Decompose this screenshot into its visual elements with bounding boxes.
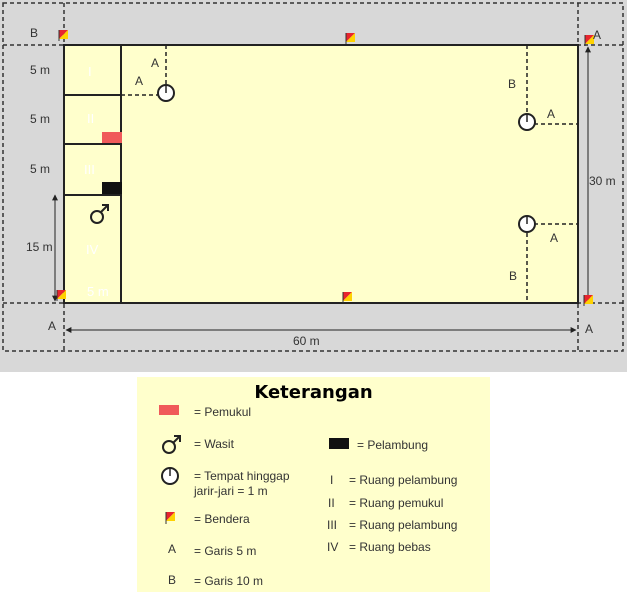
base-label-left-a2: A [135, 74, 143, 88]
legend-item-ruang-pelambung-1: = Ruang pelambung [349, 473, 458, 487]
zone-label-3: III [84, 162, 95, 177]
field-diagram: B A A A 5 m 5 m 5 m 15 m I II III IV 5 m… [0, 0, 627, 372]
legend-symbol-iv: IV [327, 540, 339, 554]
legend-panel: Keterangan = Pemukul = Wasit = Tempat hi… [137, 377, 490, 592]
pelambung-marker [102, 182, 122, 194]
legend-item-ruang-bebas: = Ruang bebas [349, 540, 431, 554]
base-label-left-a1: A [151, 56, 159, 70]
outer-boundary [2, 2, 624, 352]
base-label-right-b2: B [509, 269, 517, 283]
row-width-4: 15 m [26, 240, 53, 254]
pemukul-marker [102, 132, 122, 143]
corner-label-top-right: A [593, 28, 601, 42]
legend-item-wasit: = Wasit [194, 437, 234, 451]
base-circle-right-top [518, 113, 536, 131]
base-circle-icon [161, 467, 179, 485]
row-width-2: 5 m [30, 112, 50, 126]
height-label: 30 m [589, 174, 616, 188]
legend-item-bendera: = Bendera [194, 512, 250, 526]
zone-label-1: I [88, 64, 92, 79]
wasit-icon [90, 204, 109, 224]
legend-symbol-a: A [168, 542, 177, 556]
row-width-1: 5 m [30, 63, 50, 77]
legend-symbol-b: B [168, 573, 177, 587]
legend-item-tempat-hinggap: = Tempat hinggap jarir-jari = 1 m [194, 469, 290, 498]
legend-item-pelambung: = Pelambung [357, 438, 429, 452]
legend-item-ruang-pelambung-2: = Ruang pelambung [349, 518, 458, 532]
legend-item-garis-5m: = Garis 5 m [194, 544, 257, 558]
legend-item-pemukul: = Pemukul [194, 405, 252, 419]
base-label-right-b1: B [508, 77, 516, 91]
row-width-3: 5 m [30, 162, 50, 176]
pelambung-legend-icon [329, 438, 349, 449]
male-sign-icon [162, 435, 181, 454]
pemukul-legend-icon [159, 405, 179, 415]
corner-label-bottom-left: A [48, 319, 56, 333]
playing-field [63, 44, 579, 304]
zone-label-2: II [87, 111, 94, 126]
legend-item-garis-10m: = Garis 10 m [194, 574, 264, 588]
length-label: 60 m [293, 334, 320, 348]
base-label-right-a1: A [547, 107, 555, 121]
legend-symbol-i: I [330, 473, 334, 487]
base-label-right-a2: A [550, 231, 558, 245]
base-circle-right-bottom [518, 215, 536, 233]
legend-symbol-iii: III [327, 518, 338, 532]
legend-title: Keterangan [254, 382, 373, 403]
legend-item-ruang-pemukul: = Ruang pemukul [349, 496, 444, 510]
base-circle-left [157, 84, 175, 102]
zone-label-4: IV [86, 242, 99, 257]
zone-4-width: 5 m [87, 284, 109, 299]
corner-label-top-left: B [30, 26, 38, 40]
legend-symbol-ii: II [328, 496, 335, 510]
flag-icon [165, 512, 175, 524]
corner-label-bottom-right: A [585, 322, 593, 336]
